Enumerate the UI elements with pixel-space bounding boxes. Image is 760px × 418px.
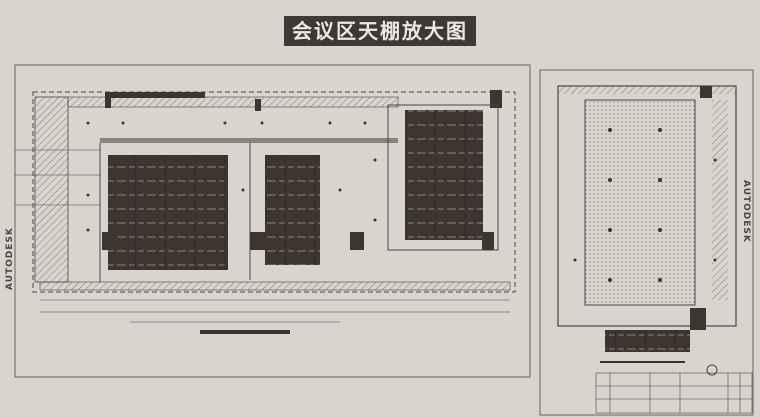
wall-hatch-left (34, 96, 69, 283)
watermark-left: AUTODESK (5, 227, 15, 290)
drawing-title: 会议区天棚放大图 (284, 16, 476, 46)
ceiling-panel-4 (605, 330, 690, 352)
dotted-ceiling-panel (584, 99, 696, 306)
right-sheet (539, 69, 754, 416)
watermark-right: AUTODESK (741, 180, 751, 243)
ceiling-panel-2 (265, 155, 320, 265)
ceiling-panel-1 (108, 155, 228, 270)
ceiling-panel-3 (405, 110, 483, 240)
wall-hatch-top (67, 96, 399, 108)
title-block (595, 372, 753, 414)
left-sheet (14, 64, 531, 378)
